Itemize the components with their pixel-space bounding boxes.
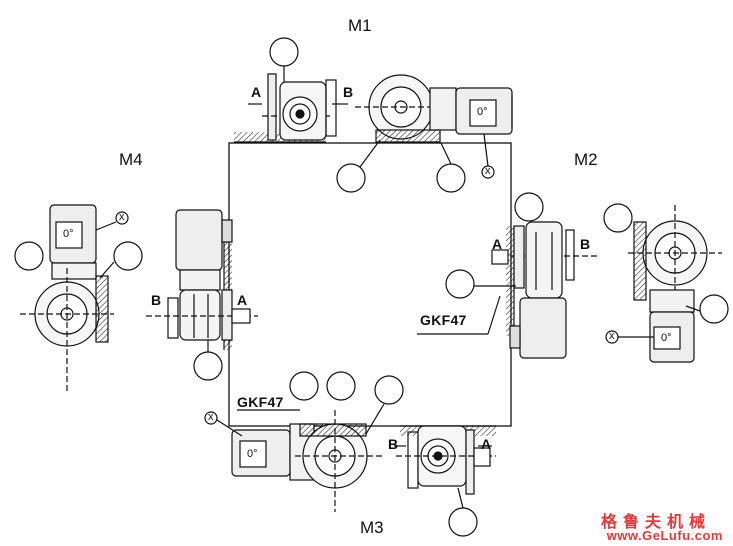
position-label-m4: M4 bbox=[119, 150, 143, 169]
shaft-label-a-m2: A bbox=[492, 236, 503, 252]
m2-group bbox=[417, 192, 729, 363]
shaft-label-b-m4: B bbox=[151, 292, 162, 308]
shaft-label-a-m1: A bbox=[251, 84, 262, 100]
marker-x-m2: x bbox=[609, 330, 615, 342]
m1-group bbox=[234, 37, 513, 193]
model-label-right: GKF47 bbox=[420, 312, 467, 328]
shaft-label-b-m2: B bbox=[580, 236, 591, 252]
marker-x-m4: x bbox=[119, 211, 125, 223]
motor-angle-m2: 0° bbox=[661, 332, 672, 344]
motor-angle-m4: 0° bbox=[63, 228, 74, 240]
marker-x-m1: x bbox=[485, 165, 491, 177]
shaft-label-a-m3: A bbox=[481, 436, 492, 452]
watermark-brand: 格鲁夫机械 bbox=[600, 512, 711, 531]
position-label-m1: M1 bbox=[348, 16, 372, 35]
position-label-m3: M3 bbox=[360, 518, 384, 537]
position-label-m2: M2 bbox=[574, 150, 598, 169]
model-label-bottom: GKF47 bbox=[237, 394, 284, 410]
shaft-label-b-m3: B bbox=[388, 436, 399, 452]
m3-group bbox=[204, 371, 496, 537]
marker-x-m3: x bbox=[208, 411, 214, 423]
m4-group bbox=[14, 204, 258, 392]
motor-angle-m1: 0° bbox=[477, 106, 488, 118]
shaft-label-a-m4: A bbox=[237, 292, 248, 308]
motor-angle-m3: 0° bbox=[247, 448, 258, 460]
watermark-url: www.GeLufu.com bbox=[606, 528, 723, 543]
shaft-label-b-m1: B bbox=[343, 84, 354, 100]
